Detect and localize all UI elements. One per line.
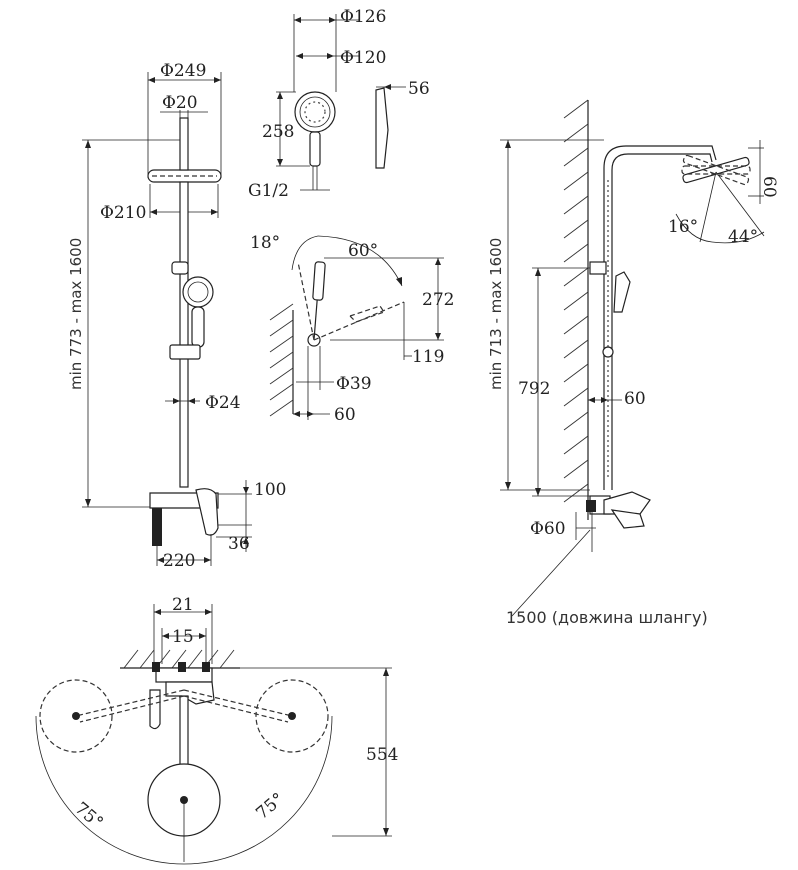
dim-mixer-width: 220 [163,551,195,571]
angle-holder-tilt: 18° [250,233,280,253]
dim-hand-length: 258 [262,122,294,142]
dim-rail: Φ24 [205,393,241,413]
hose-note: 1500 (довжина шлангу) [506,608,708,627]
angle-head-up: 44° [728,227,758,247]
dim-head-outer: Φ249 [160,61,206,81]
dim-hand-thickness: 56 [408,79,430,99]
angle-head-down: 16° [668,217,698,237]
dim-holder-height: 272 [422,290,454,310]
top-view: 21 15 [35,595,398,865]
dim-front-height: min 773 - max 1600 [67,238,85,390]
side-view: 16° 44° 60 min 713 - max 1600 792 60 [487,99,779,627]
dim-arm: Φ20 [162,93,198,113]
dim-mixer-height: 792 [518,379,550,399]
dim-top-outer: 21 [172,595,194,615]
holder-view: 18° 60° 272 119 Φ39 60 [250,233,454,425]
dim-hand-face: Φ120 [340,48,386,68]
angle-top-right: 75° [252,789,288,824]
dim-escutcheon: Φ60 [530,519,566,539]
hand-shower-view: Φ126 Φ120 258 G1/2 56 [248,7,430,201]
dim-head-face: Φ210 [100,203,146,223]
dim-hand-thread: G1/2 [248,181,289,201]
dim-top-inner: 15 [172,627,194,647]
angle-top-left: 75° [71,799,107,834]
dim-holder-reach: 119 [412,347,444,367]
angle-holder-swivel: 60° [348,241,378,261]
dim-holder-offset: 60 [334,405,356,425]
dim-side-height: min 713 - max 1600 [487,238,505,390]
dim-top-depth: 554 [366,745,398,765]
front-view: Φ249 Φ20 Φ210 min 773 - max 1600 [67,61,286,571]
dim-spout-height: 100 [254,480,286,500]
dim-hand-outer: Φ126 [340,7,386,27]
dim-rail-offset: 60 [624,389,646,409]
dim-head-tilt: 60 [759,176,779,198]
dim-holder-diameter: Φ39 [336,374,372,394]
dim-spout-depth: 36 [228,534,250,554]
